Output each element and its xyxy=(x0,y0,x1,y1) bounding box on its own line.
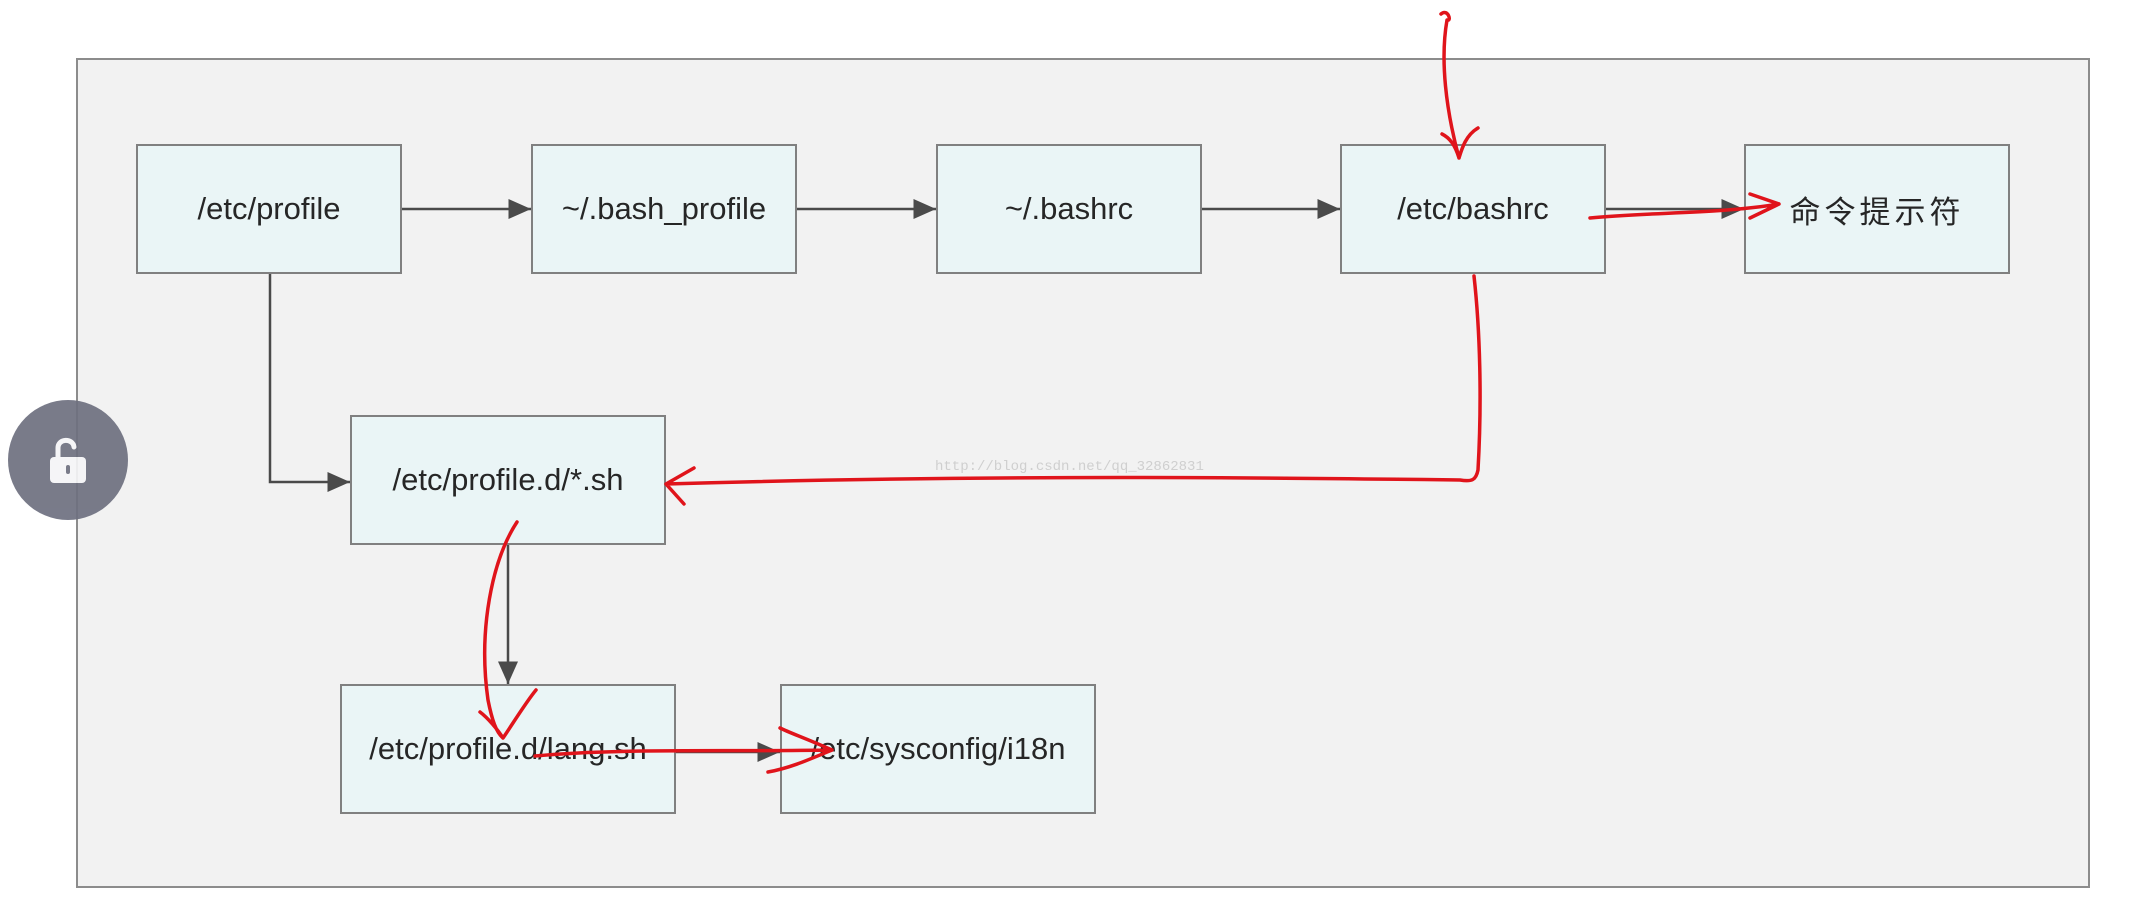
watermark-text: http://blog.csdn.net/qq_32862831 xyxy=(935,459,1204,475)
node-command-prompt: 命令提示符 xyxy=(1744,144,2010,274)
node-bash-profile: ~/.bash_profile xyxy=(531,144,797,274)
node-profile-d-sh: /etc/profile.d/*.sh xyxy=(350,415,666,545)
unlock-icon xyxy=(50,437,86,483)
unlock-button[interactable] xyxy=(8,400,128,520)
node-etc-profile: /etc/profile xyxy=(136,144,402,274)
node-home-bashrc: ~/.bashrc xyxy=(936,144,1202,274)
node-sysconfig-i18n: /etc/sysconfig/i18n xyxy=(780,684,1096,814)
node-etc-bashrc: /etc/bashrc xyxy=(1340,144,1606,274)
node-lang-sh: /etc/profile.d/lang.sh xyxy=(340,684,676,814)
